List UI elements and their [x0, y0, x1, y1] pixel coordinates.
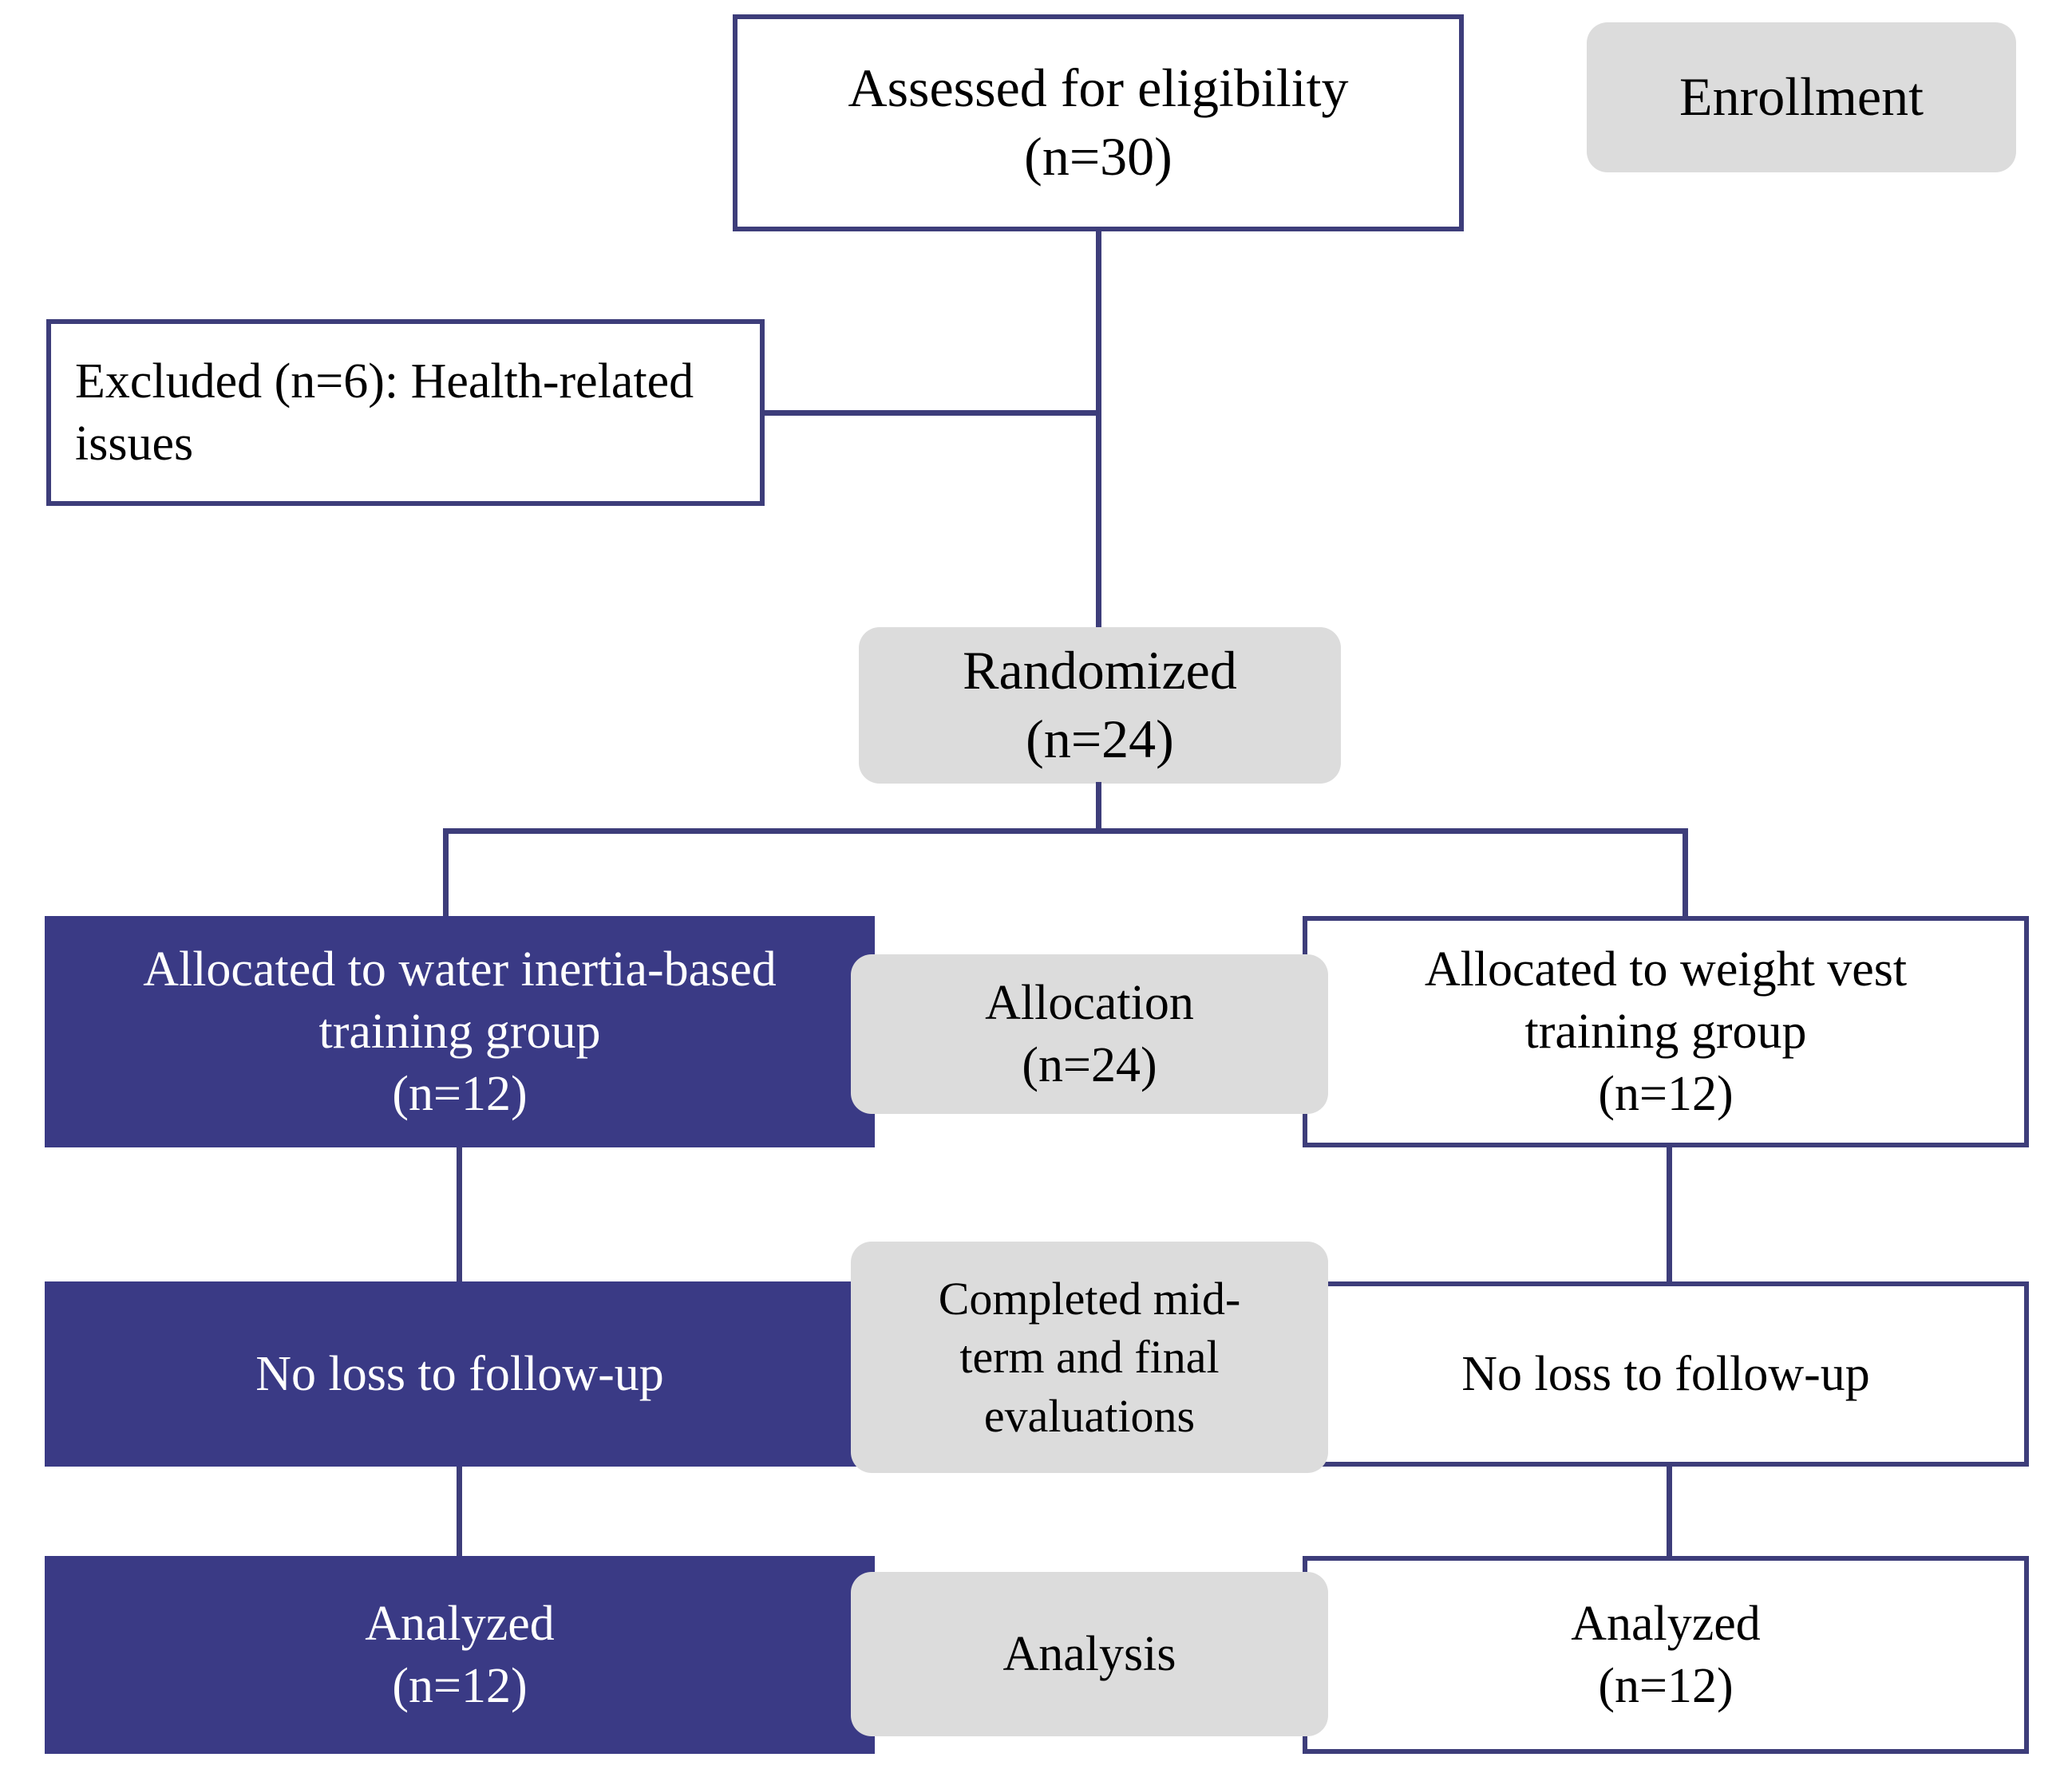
connector-assessed-to-randomized: [1096, 230, 1101, 629]
excluded-box: Excluded (n=6): Health-related issues: [46, 319, 765, 506]
connector-right-followup-to-analysis: [1667, 1467, 1672, 1586]
allocation-left-line2: training group: [318, 1004, 601, 1059]
connector-randomized-stem: [1096, 782, 1101, 831]
analysis-left-box: Analyzed (n=12): [45, 1556, 875, 1754]
connector-excluded: [760, 410, 1101, 416]
connector-split-right-drop: [1683, 828, 1688, 918]
followup-left-box: No loss to follow-up: [45, 1281, 875, 1467]
analysis-right-line1: Analyzed: [1571, 1596, 1761, 1651]
allocation-right-line1: Allocated to weight vest: [1424, 942, 1908, 997]
allocation-label-line1: Allocation: [985, 975, 1194, 1030]
allocation-right-box: Allocated to weight vest training group …: [1303, 916, 2029, 1147]
stage-label-enrollment: Enrollment: [1587, 22, 2016, 172]
randomized-box: Randomized (n=24): [859, 627, 1341, 784]
excluded-text: Excluded (n=6): Health-related issues: [75, 353, 694, 471]
allocation-left-line1: Allocated to water inertia-based: [143, 942, 777, 997]
enrollment-label-text: Enrollment: [1679, 66, 1924, 128]
stage-label-allocation: Allocation (n=24): [851, 954, 1328, 1114]
analysis-left-line1: Analyzed: [365, 1596, 555, 1651]
followup-left-text: No loss to follow-up: [255, 1346, 664, 1401]
followup-label-line3: evaluations: [983, 1389, 1196, 1442]
allocation-left-box: Allocated to water inertia-based trainin…: [45, 916, 875, 1147]
analysis-right-line2: (n=12): [1598, 1659, 1734, 1713]
assessed-line1: Assessed for eligibility: [848, 57, 1349, 119]
allocation-label-line2: (n=24): [1022, 1038, 1157, 1092]
randomized-line1: Randomized: [963, 640, 1237, 701]
allocation-right-line3: (n=12): [1598, 1067, 1734, 1122]
followup-label-line2: term and final: [959, 1331, 1220, 1384]
connector-left-allocation-to-followup: [457, 1147, 462, 1283]
connector-left-followup-to-analysis: [457, 1467, 462, 1586]
assessed-for-eligibility-box: Assessed for eligibility (n=30): [733, 14, 1464, 231]
stage-label-followup: Completed mid- term and final evaluation…: [851, 1242, 1328, 1473]
analysis-label-text: Analysis: [1002, 1626, 1176, 1681]
analysis-right-box: Analyzed (n=12): [1303, 1556, 2029, 1754]
analysis-left-line2: (n=12): [392, 1659, 528, 1713]
allocation-left-line3: (n=12): [392, 1067, 528, 1122]
connector-right-allocation-to-followup: [1667, 1147, 1672, 1283]
connector-split-horizontal: [443, 828, 1688, 834]
assessed-line2: (n=30): [1024, 126, 1172, 187]
connector-split-left-drop: [443, 828, 449, 918]
followup-right-text: No loss to follow-up: [1461, 1346, 1870, 1401]
randomized-line2: (n=24): [1026, 709, 1174, 769]
stage-label-analysis: Analysis: [851, 1572, 1328, 1736]
followup-label-line1: Completed mid-: [938, 1273, 1241, 1325]
followup-right-box: No loss to follow-up: [1303, 1281, 2029, 1467]
allocation-right-line2: training group: [1524, 1004, 1807, 1059]
